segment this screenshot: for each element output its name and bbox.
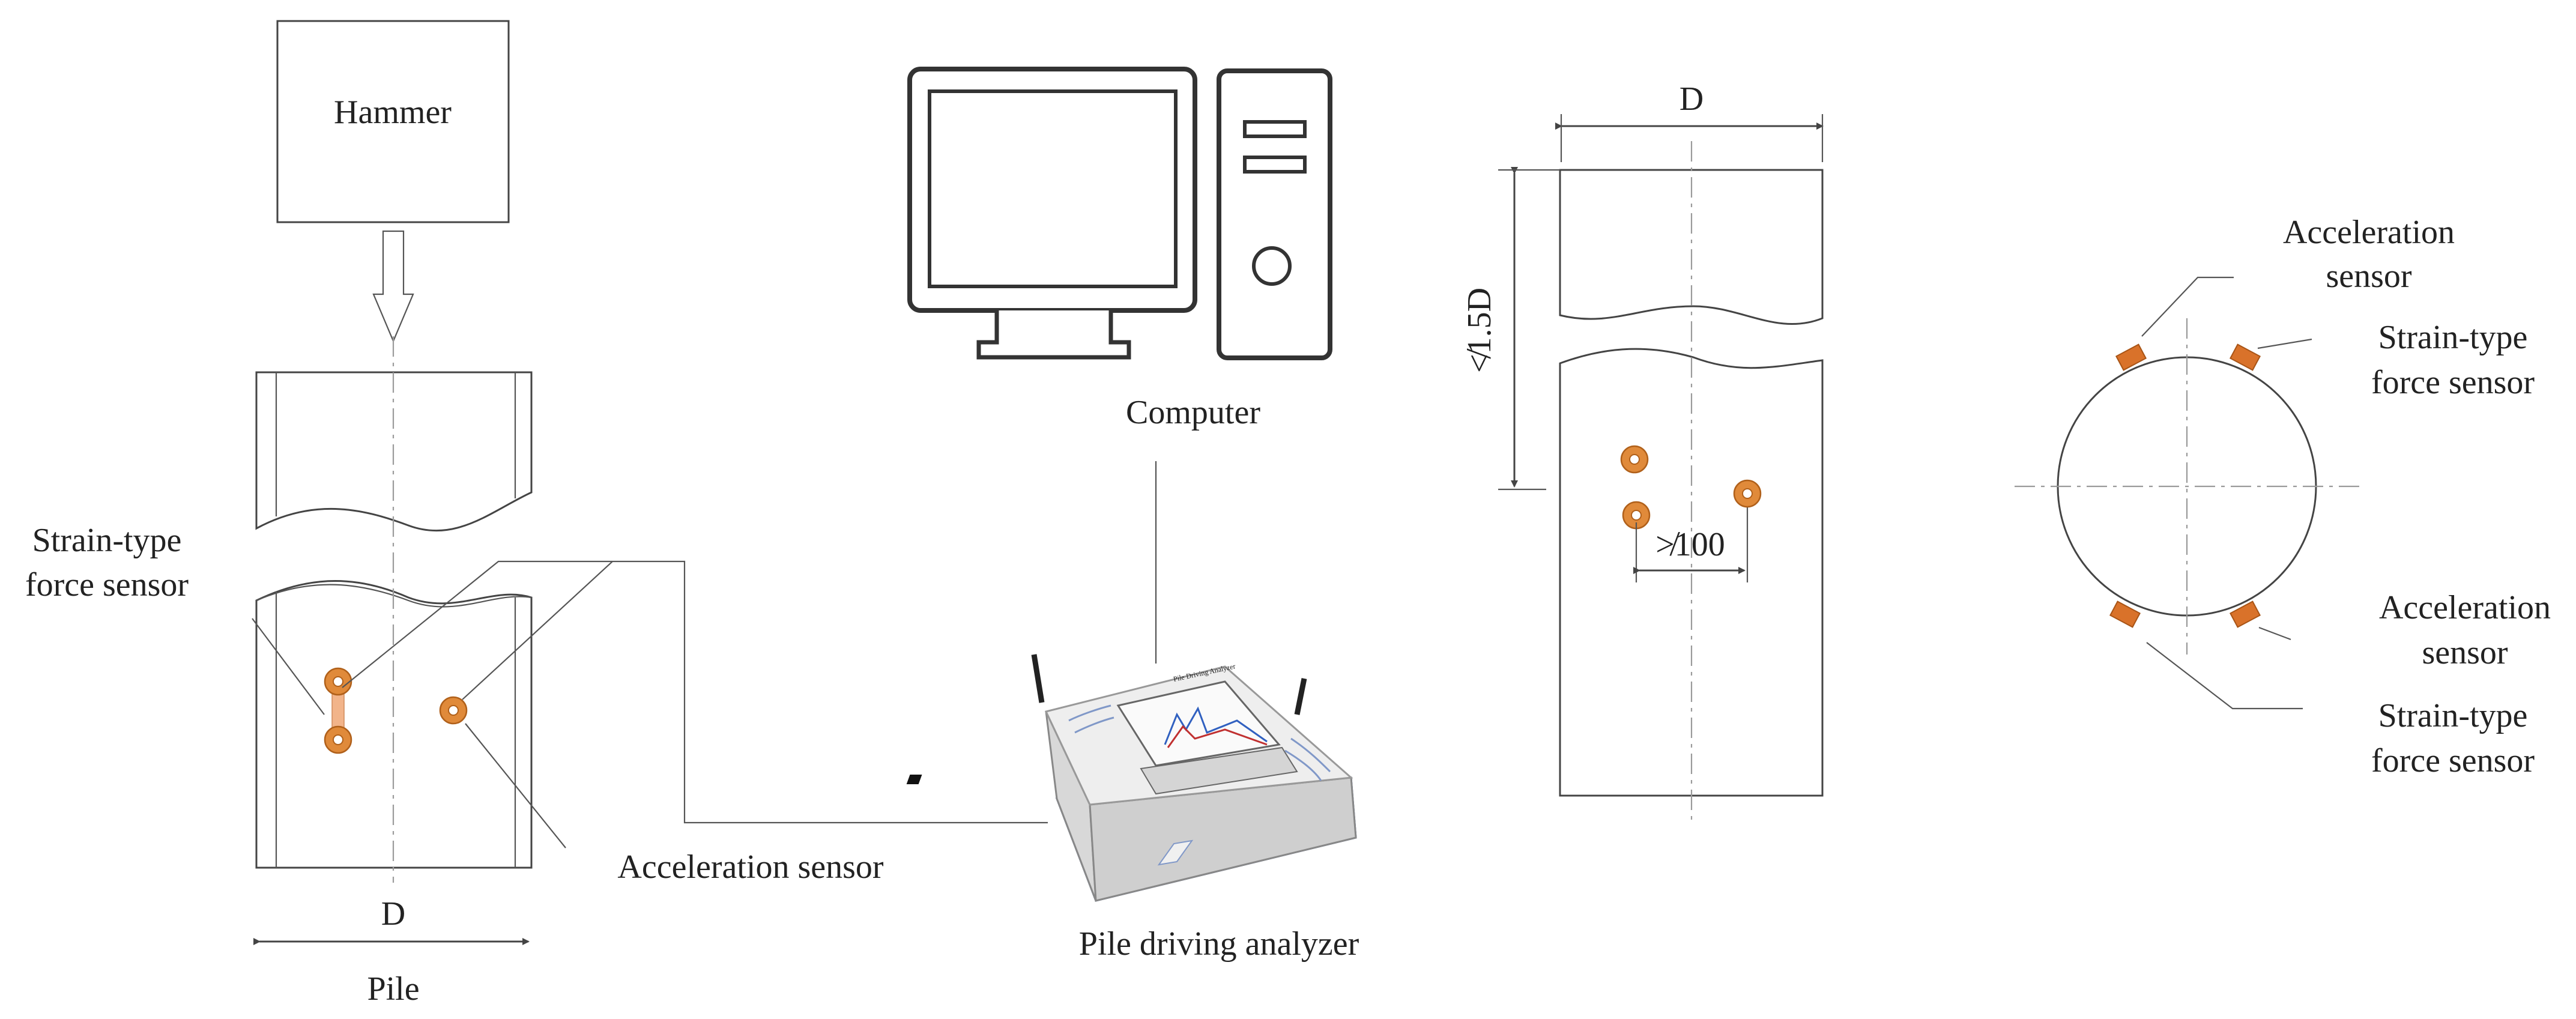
accel-bottom-label-2: sensor [2422, 634, 2508, 671]
strain-top-label-2: force sensor [2371, 364, 2535, 401]
strain-left-label-2: force sensor [25, 566, 189, 603]
accel-top-label-1: Acceleration [2283, 214, 2455, 251]
accel-left-leader [465, 723, 566, 848]
accel-sensor-left [439, 696, 468, 725]
d-mid-label: D [1680, 80, 1704, 118]
hammer-block: Hammer [276, 20, 510, 223]
strain-sensor-left [324, 667, 352, 754]
accel-bottom-label-1: Acceleration [2379, 589, 2551, 626]
hammer-label: Hammer [334, 94, 452, 131]
dim-100-label: ≯100 [1655, 526, 1725, 563]
accel-left-label: Acceleration sensor [617, 848, 883, 886]
pile-label: Pile [367, 970, 419, 1008]
dim-15d-label: ≮1.5D [1461, 288, 1498, 373]
analyzer-label: Pile driving analyzer [1079, 925, 1359, 963]
hammer-arrow [372, 230, 414, 343]
pile-lower [255, 580, 533, 869]
d-left-label: D [381, 895, 405, 933]
d-dimension-left: D [253, 895, 530, 945]
strain-left-label-1: Strain-type [32, 522, 182, 559]
computer-label: Computer [1126, 394, 1260, 431]
cables [342, 560, 1048, 824]
pile-cross-section [2015, 276, 2363, 710]
strain-bottom-label-2: force sensor [2371, 742, 2535, 779]
computer-icon [907, 67, 1332, 360]
strain-top-label-1: Strain-type [2378, 319, 2528, 356]
strain-left-leader [252, 618, 325, 715]
strain-bottom-label-1: Strain-type [2378, 697, 2528, 734]
pile-upper [255, 371, 533, 532]
accel-top-label-2: sensor [2326, 258, 2411, 295]
analyzer-device: Pile Driving Analyzer [906, 654, 1357, 902]
pile-elevation: D ≮1.5D ≯100 [1461, 80, 1824, 826]
